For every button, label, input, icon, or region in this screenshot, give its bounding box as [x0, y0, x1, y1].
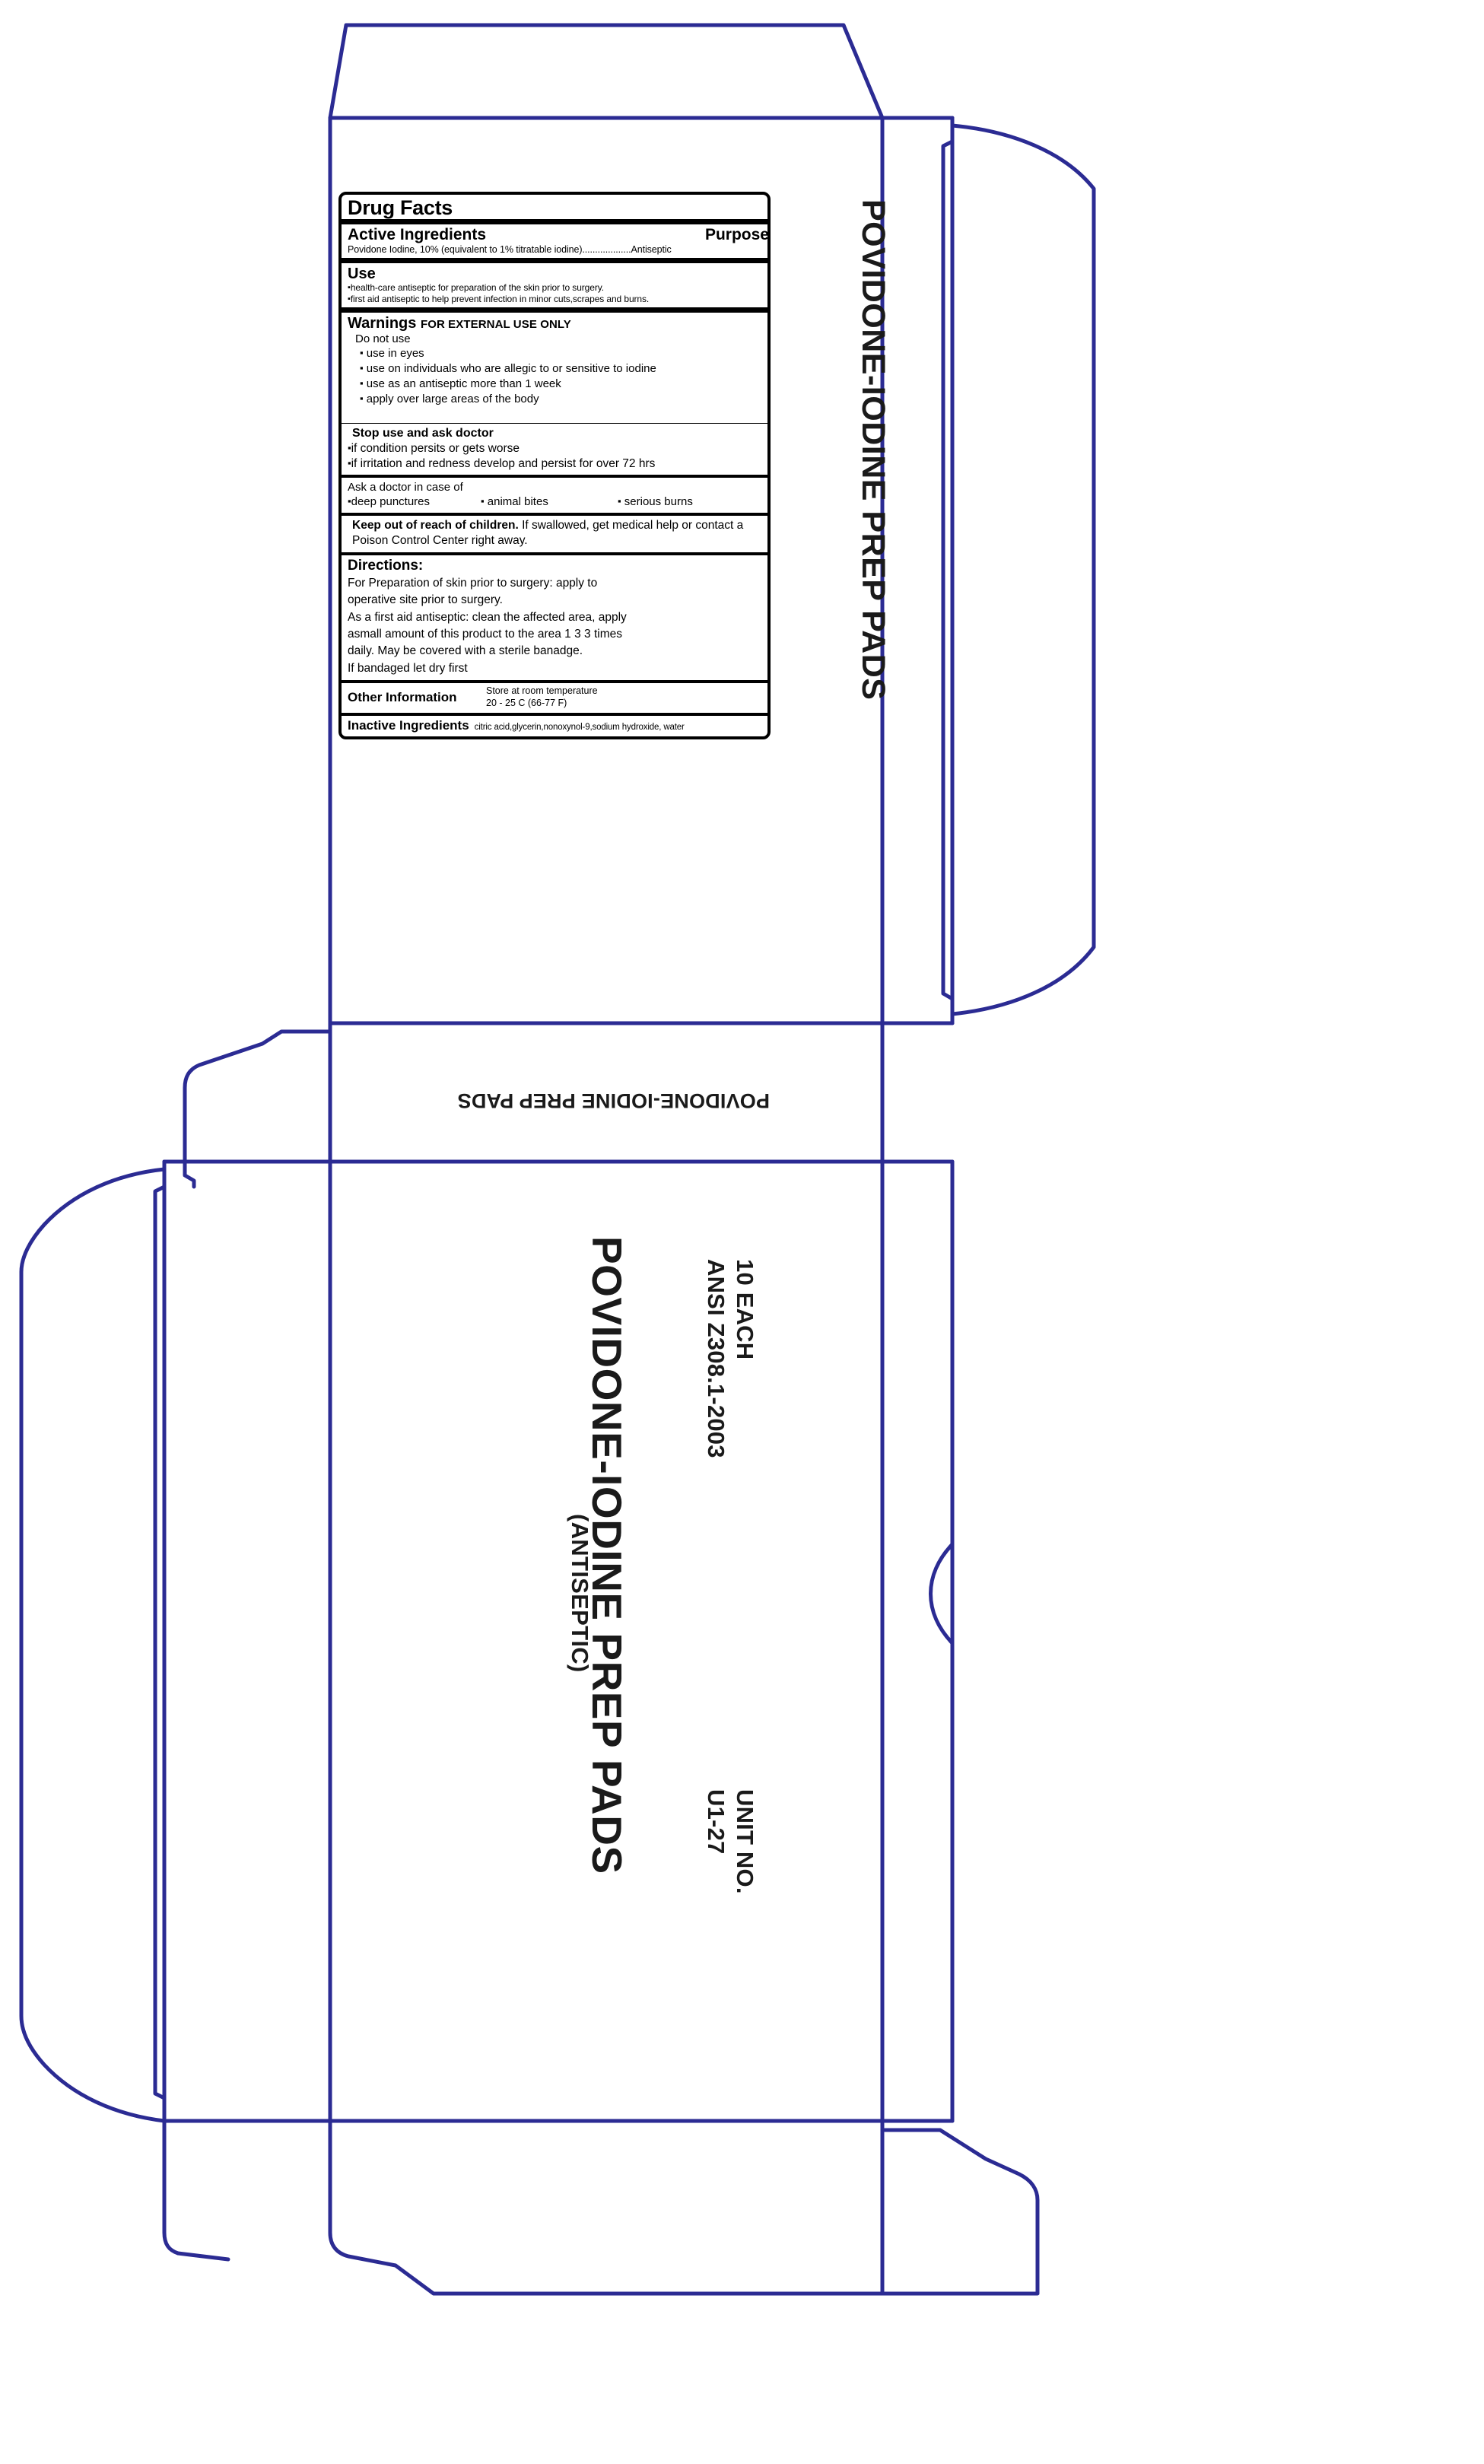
directions-line: If bandaged let dry first: [348, 661, 468, 675]
warnings-heading: Warnings FOR EXTERNAL USE ONLY: [348, 315, 761, 332]
other-information-label: Other Information: [348, 690, 457, 705]
use-bullet-text: health-care antiseptic for preparation o…: [350, 282, 604, 294]
warnings-external-use-label: FOR EXTERNAL USE ONLY: [420, 317, 571, 331]
use-heading: Use: [348, 265, 376, 283]
directions-line: asmall amount of this product to the are…: [348, 628, 622, 641]
directions-section: Directions: For Preparation of skin prio…: [342, 555, 767, 681]
front-panel-unit-number: UNIT NO. U1-27: [701, 1789, 759, 1894]
directions-heading: Directions:: [348, 557, 424, 574]
stop-use-text: if irritation and redness develop and pe…: [351, 456, 656, 470]
do-not-use-bullet: ▪ use on individuals who are allegic to …: [360, 361, 761, 377]
use-section: Use ▪health-care antiseptic for preparat…: [342, 263, 767, 307]
front-panel-quantity: 10 EACH ANSI Z308.1-2003: [701, 1259, 759, 1458]
inactive-ingredients-label: Inactive Ingredients: [348, 717, 469, 733]
directions-line: operative site prior to surgery.: [348, 593, 503, 607]
side-panel-title: POVIDONE-IODINE PREP PADS: [855, 199, 891, 701]
ask-doctor-item: ▪ animal bites: [481, 494, 618, 510]
do-not-use-text: use as an antiseptic more than 1 week: [366, 377, 561, 390]
bullet-square-icon: ▪: [618, 495, 621, 507]
active-ingredients-section: Active Ingredients Purpose Povidone Iodi…: [342, 224, 767, 258]
warnings-section: Warnings FOR EXTERNAL USE ONLY Do not us…: [342, 313, 767, 424]
bullet-square-icon: ▪: [348, 294, 351, 304]
purpose-label: Purpose: [704, 226, 769, 243]
active-ingredients-label: Active Ingredients: [348, 226, 487, 243]
bullet-square-icon: ▪: [348, 283, 351, 293]
storage-line-1: Store at room temperature: [486, 685, 598, 697]
use-bullet: ▪health-care antiseptic for preparation …: [348, 282, 761, 293]
bullet-square-icon: ▪: [360, 377, 364, 389]
stop-use-heading: Stop use and ask doctor: [352, 427, 494, 440]
ask-doctor-item: ▪deep punctures: [348, 494, 481, 510]
quantity-line-1: 10 EACH: [732, 1259, 758, 1360]
ask-doctor-text: animal bites: [487, 495, 548, 509]
do-not-use-label: Do not use: [355, 332, 411, 345]
front-panel-subtitle: (ANTISEPTIC): [567, 1514, 593, 1673]
directions-line: daily. May be covered with a sterile ban…: [348, 644, 583, 658]
unit-line-2: U1-27: [703, 1789, 730, 1855]
inactive-ingredients-value: citric acid,glycerin,nonoxynol-9,sodium …: [474, 722, 685, 732]
inactive-ingredients-section: Inactive Ingredients citric acid,glyceri…: [342, 716, 767, 736]
do-not-use-bullet: ▪ use in eyes: [360, 346, 761, 361]
ask-doctor-heading: Ask a doctor in case of: [348, 480, 463, 494]
directions-line: As a first aid antiseptic: clean the aff…: [348, 610, 627, 624]
stop-use-bullet: ▪if irritation and redness develop and p…: [348, 456, 761, 472]
bullet-square-icon: ▪: [348, 495, 351, 507]
drug-facts-title: Drug Facts: [348, 196, 453, 219]
bullet-square-icon: ▪: [360, 362, 364, 374]
top-flap-title: POVIDONE-IODINE PREP PADS: [457, 1089, 770, 1112]
active-ingredient-line: Povidone Iodine, 10% (equivalent to 1% t…: [348, 244, 672, 256]
drug-facts-panel: Drug Facts Active Ingredients Purpose Po…: [338, 192, 771, 739]
bullet-square-icon: ▪: [348, 441, 351, 453]
do-not-use-bullet: ▪ apply over large areas of the body: [360, 392, 761, 407]
do-not-use-bullet: ▪ use as an antiseptic more than 1 week: [360, 377, 761, 392]
bullet-square-icon: ▪: [481, 495, 485, 507]
use-bullet-text: first aid antiseptic to help prevent inf…: [350, 293, 650, 304]
bullet-square-icon: ▪: [360, 347, 364, 359]
ask-doctor-section: Ask a doctor in case of ▪deep punctures …: [342, 478, 767, 513]
stop-use-bullet: ▪if condition persits or gets worse: [348, 441, 761, 456]
ask-doctor-text: serious burns: [624, 495, 693, 509]
storage-line-2: 20 - 25 C (66-77 F): [486, 698, 567, 709]
warnings-label: Warnings: [348, 314, 417, 332]
unit-line-1: UNIT NO.: [732, 1789, 758, 1894]
bullet-square-icon: ▪: [360, 392, 364, 404]
ask-doctor-item: ▪ serious burns: [618, 494, 761, 510]
quantity-line-2: ANSI Z308.1-2003: [703, 1259, 730, 1458]
other-information-section: Other Information Store at room temperat…: [342, 683, 767, 712]
do-not-use-text: apply over large areas of the body: [366, 392, 539, 405]
use-bullet: ▪first aid antiseptic to help prevent in…: [348, 294, 761, 304]
keep-out-bold: Keep out of reach of children.: [352, 518, 519, 532]
keep-out-of-reach-section: Keep out of reach of children. If swallo…: [342, 516, 767, 552]
bullet-square-icon: ▪: [348, 456, 351, 469]
stop-use-text: if condition persits or gets worse: [351, 441, 520, 455]
stop-use-section: Stop use and ask doctor ▪if condition pe…: [342, 424, 767, 474]
ask-doctor-text: deep punctures: [351, 495, 431, 509]
keep-out-rest: If swallowed, get medical help or contac…: [352, 518, 744, 548]
do-not-use-text: use in eyes: [366, 347, 424, 361]
do-not-use-text: use on individuals who are allegic to or…: [366, 362, 656, 376]
directions-line: For Preparation of skin prior to surgery…: [348, 576, 598, 590]
